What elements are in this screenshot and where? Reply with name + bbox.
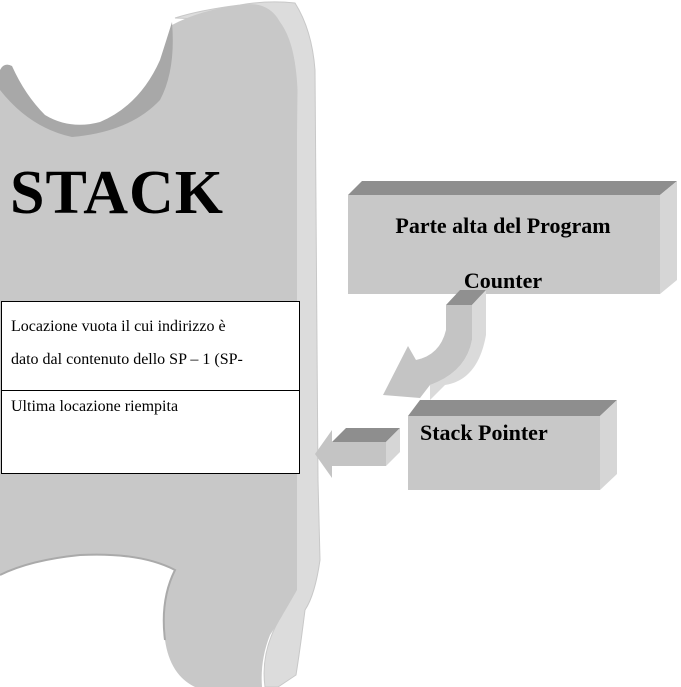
sp-box-side bbox=[600, 400, 617, 490]
program-counter-line1: Parte alta del Program bbox=[395, 213, 611, 238]
straight-arrow-top bbox=[332, 428, 400, 442]
straight-arrow-side bbox=[386, 428, 400, 466]
stack-cell-empty-line1: Locazione vuota il cui indirizzo è bbox=[11, 318, 226, 335]
program-counter-line2: Counter bbox=[463, 268, 543, 293]
stack-top-curl bbox=[0, 22, 173, 137]
pc-box-side bbox=[660, 181, 677, 294]
straight-arrow-body bbox=[315, 430, 386, 478]
stack-bottom-curl bbox=[0, 554, 195, 687]
stack-bottom-curl-edge bbox=[0, 553, 177, 641]
sp-box-top bbox=[408, 400, 617, 416]
program-counter-label: Parte alta del Program Counter bbox=[350, 198, 656, 308]
stack-title: STACK bbox=[10, 159, 225, 227]
stack-cell-empty: Locazione vuota il cui indirizzo è dato … bbox=[1, 301, 300, 391]
pc-box-front bbox=[348, 195, 660, 294]
pc-box-top bbox=[348, 181, 677, 195]
stack-cell-empty-line2: dato dal contenuto dello SP – 1 (SP- bbox=[11, 351, 243, 368]
stack-pointer-label: Stack Pointer bbox=[420, 420, 548, 445]
stack-cell-last-label: Ultima locazione riempita bbox=[11, 398, 179, 415]
curved-arrow-body bbox=[383, 305, 472, 398]
curved-arrow-top bbox=[446, 290, 486, 305]
stack-cell-last: Ultima locazione riempita bbox=[1, 390, 300, 474]
sp-box-front bbox=[408, 416, 600, 490]
